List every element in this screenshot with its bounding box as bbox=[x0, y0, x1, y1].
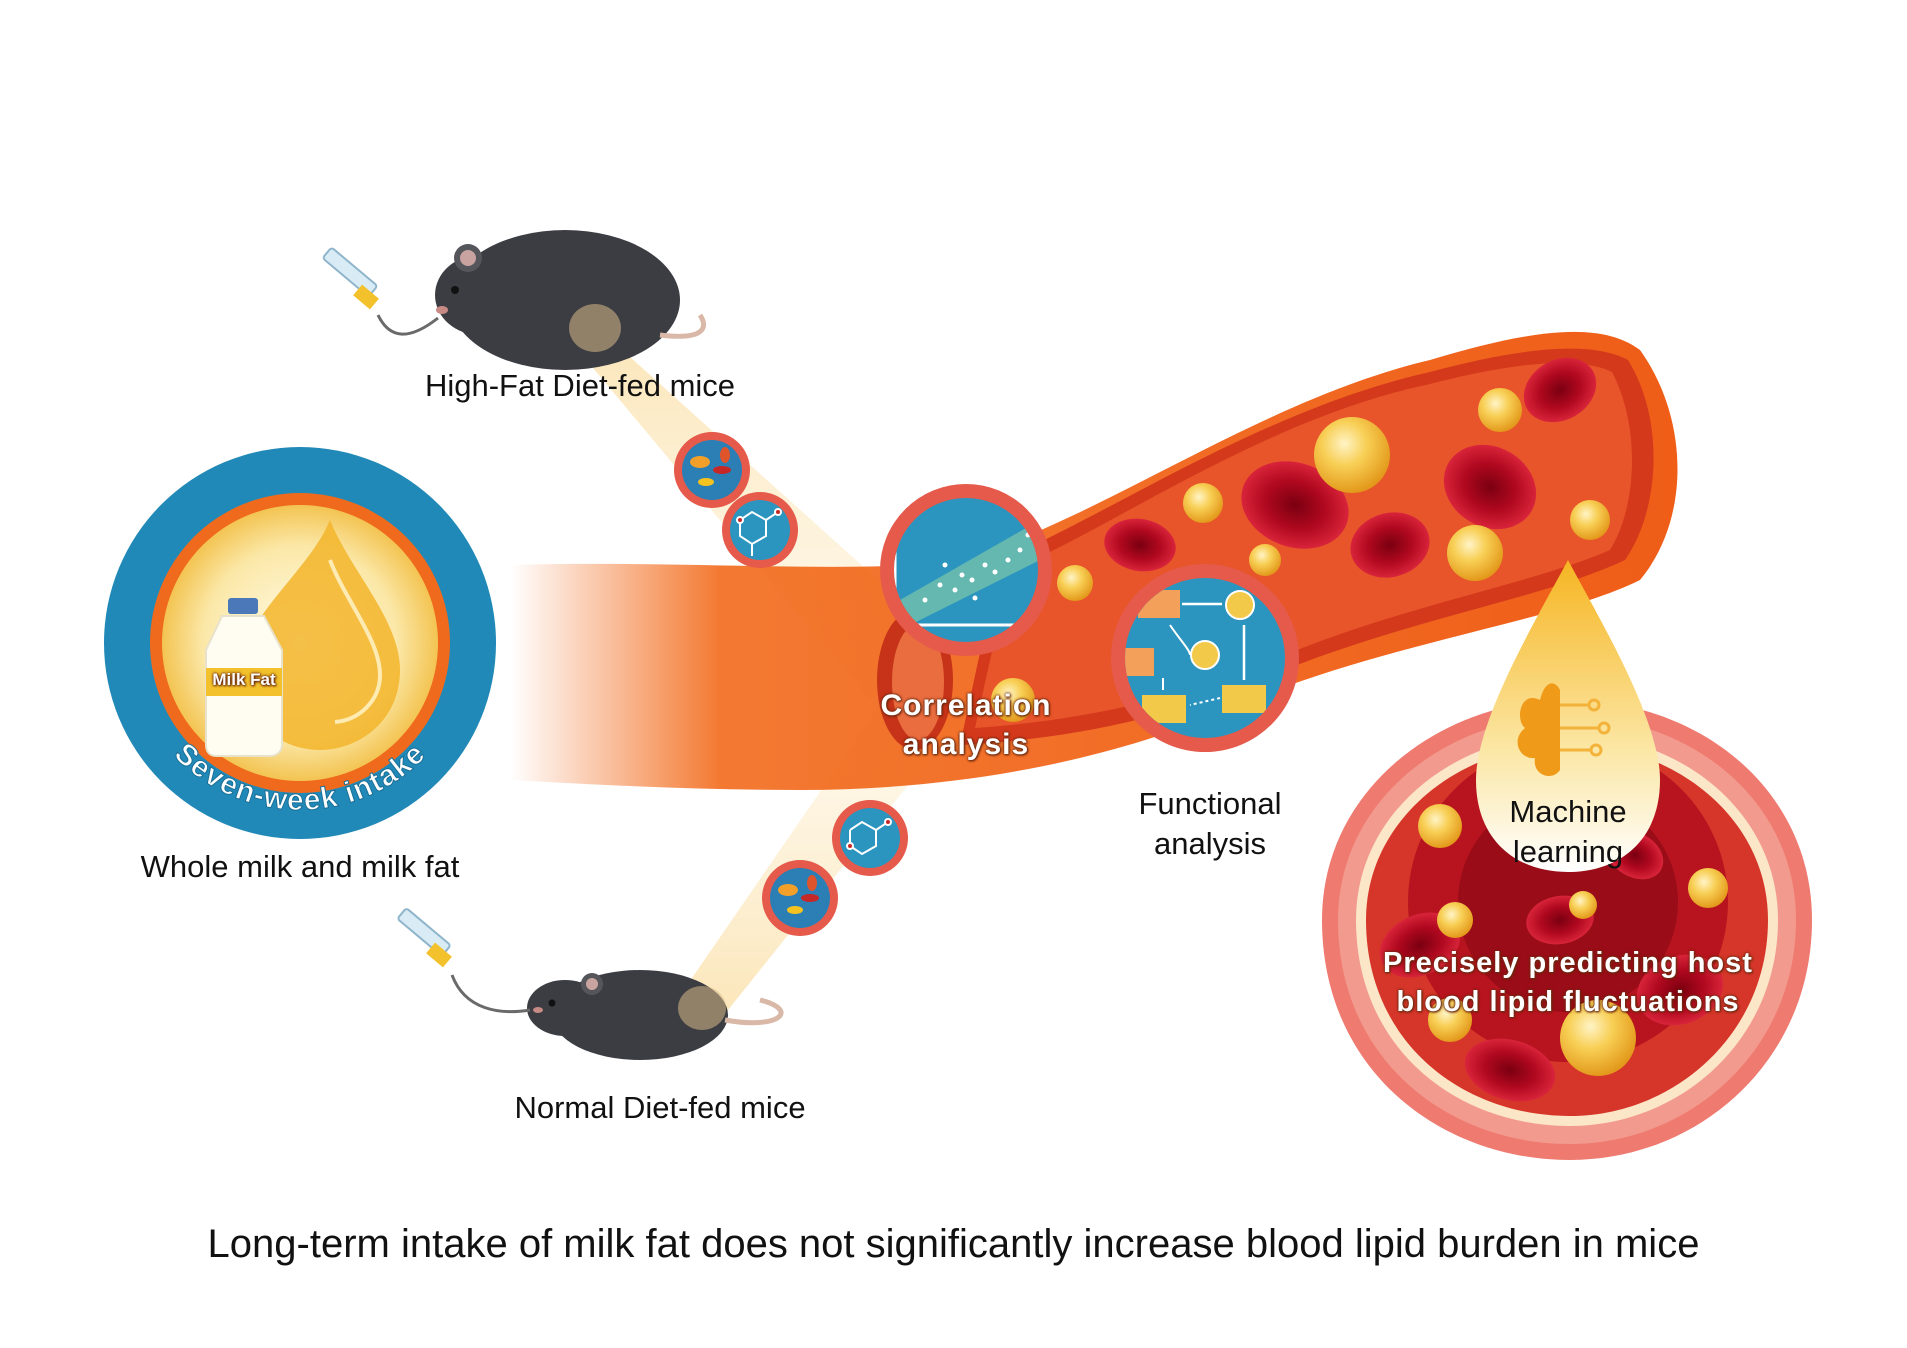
ml-line2: learning bbox=[1512, 834, 1624, 870]
lipid-droplet-icon bbox=[1570, 500, 1610, 540]
correlation-line1: Correlation bbox=[880, 689, 1052, 722]
red-blood-cell-icon bbox=[1350, 512, 1430, 578]
hfd-mice-label: High-Fat Diet-fed mice bbox=[424, 368, 736, 403]
machine-learning-label: Machine learning bbox=[1468, 792, 1668, 873]
functional-line2: analysis bbox=[1154, 826, 1266, 862]
microbe-circle-top bbox=[674, 432, 750, 508]
prediction-label: Precisely predicting host blood lipid fl… bbox=[1358, 944, 1778, 1022]
red-blood-cell-icon bbox=[1443, 444, 1537, 530]
molecule-circle-top bbox=[722, 492, 798, 568]
milk-bottle-icon bbox=[205, 598, 283, 757]
lipid-droplets bbox=[991, 388, 1610, 722]
molecule-circle-bottom bbox=[832, 800, 908, 876]
machine-learning-drop bbox=[1476, 560, 1660, 872]
lipid-droplet-icon bbox=[1418, 804, 1462, 848]
mouse-icon bbox=[527, 970, 784, 1060]
figure-caption: Long-term intake of milk fat does not si… bbox=[207, 1222, 1700, 1266]
mouse-icon bbox=[435, 230, 707, 370]
ml-line1: Machine bbox=[1509, 794, 1627, 829]
hfd-mouse bbox=[322, 230, 707, 370]
red-blood-cells bbox=[1104, 357, 1597, 578]
predict-line2: blood lipid fluctuations bbox=[1396, 986, 1740, 1019]
red-blood-cell-icon bbox=[1241, 461, 1349, 549]
functional-analysis-circle bbox=[1111, 564, 1299, 752]
whole-milk-label: Whole milk and milk fat bbox=[140, 849, 460, 884]
red-blood-cell-icon bbox=[1523, 357, 1597, 423]
correlation-analysis-circle bbox=[880, 484, 1052, 656]
microbe-icon bbox=[778, 875, 819, 914]
nd-mouse bbox=[397, 908, 784, 1060]
lipid-droplet-icon bbox=[1428, 998, 1472, 1042]
molecule-icon bbox=[846, 818, 892, 856]
functional-line1: Functional bbox=[1138, 786, 1282, 821]
lipid-droplet-icon bbox=[1437, 902, 1473, 938]
lipid-droplet-icon bbox=[1569, 891, 1597, 919]
microbe-circle-bottom bbox=[762, 860, 838, 936]
milk-fat-circle bbox=[104, 447, 496, 839]
functional-analysis-label: Functional analysis bbox=[1100, 784, 1320, 865]
bottle-label: Milk Fat bbox=[212, 670, 276, 689]
molecule-icon bbox=[736, 508, 782, 556]
nd-mice-label: Normal Diet-fed mice bbox=[514, 1090, 806, 1125]
lipid-droplet-icon bbox=[1688, 868, 1728, 908]
brain-circuit-icon bbox=[1517, 683, 1611, 777]
microbe-icon bbox=[690, 447, 731, 486]
lipid-droplet-icon bbox=[991, 678, 1035, 722]
lipid-droplet-icon bbox=[1249, 544, 1281, 576]
correlation-analysis-label: Correlation analysis bbox=[856, 686, 1076, 764]
predict-line1: Precisely predicting host bbox=[1383, 947, 1753, 979]
lipid-droplet-icon bbox=[1560, 1000, 1636, 1076]
lipid-droplet-icon bbox=[1478, 388, 1522, 432]
syringe-icon bbox=[322, 247, 439, 336]
lipid-droplet-icon bbox=[1057, 565, 1093, 601]
syringe-icon bbox=[397, 908, 531, 1014]
lipid-droplet-icon bbox=[1447, 525, 1503, 581]
lipid-droplet-icon bbox=[1314, 417, 1390, 493]
red-blood-cell-icon bbox=[1637, 954, 1723, 1026]
red-blood-cell-icon bbox=[1464, 1038, 1556, 1102]
lipid-droplet-icon bbox=[1183, 483, 1223, 523]
red-blood-cell-icon bbox=[1104, 518, 1176, 572]
correlation-line2: analysis bbox=[902, 728, 1030, 761]
